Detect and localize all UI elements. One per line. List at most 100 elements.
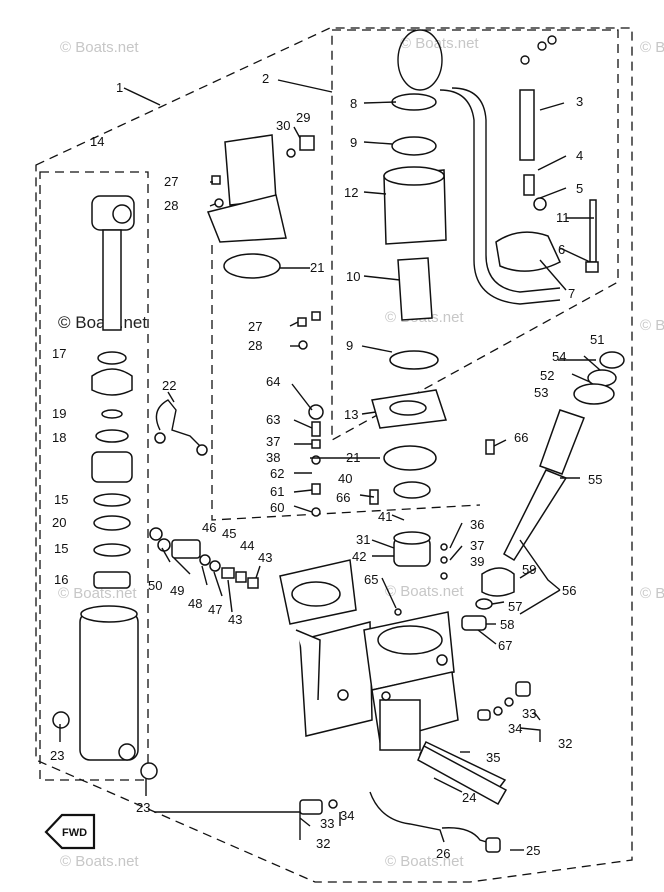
part-label: 15 <box>54 492 68 507</box>
tilt-cylinder-parts <box>52 195 158 780</box>
part-label: 36 <box>470 517 484 532</box>
part-label: 10 <box>346 269 360 284</box>
part-label: 62 <box>270 466 284 481</box>
part-label: 8 <box>350 96 357 111</box>
part-label: 37 <box>266 434 280 449</box>
part-label: 55 <box>588 472 602 487</box>
part-label: 4 <box>576 148 583 163</box>
part-label: 2 <box>262 71 269 86</box>
watermark: © Boats.net <box>60 853 139 870</box>
part-label: 37 <box>470 538 484 553</box>
cylinder-assembly-outline <box>39 171 149 781</box>
reservoir-cover <box>206 134 315 350</box>
part-label: 14 <box>90 134 104 149</box>
part-label: 33 <box>522 706 536 721</box>
part-label: 65 <box>364 572 378 587</box>
part-label: 12 <box>344 185 358 200</box>
part-label: 24 <box>462 790 476 805</box>
part-label: 33 <box>320 816 334 831</box>
part-label: 50 <box>148 578 162 593</box>
part-label: 28 <box>248 338 262 353</box>
part-label: 58 <box>500 617 514 632</box>
watermark: © Boats.net <box>385 853 464 870</box>
part-label: 25 <box>526 843 540 858</box>
part-label: 32 <box>558 736 572 751</box>
part-label: 23 <box>50 748 64 763</box>
part-label: 28 <box>164 198 178 213</box>
part-label: 45 <box>222 526 236 541</box>
part-label: 39 <box>470 554 484 569</box>
leader-lines <box>59 79 601 851</box>
part-label: 66 <box>336 490 350 505</box>
part-label: 17 <box>52 346 66 361</box>
part-label: 56 <box>562 583 576 598</box>
part-label: 40 <box>338 471 352 486</box>
part-label: 27 <box>248 319 262 334</box>
part-label: 59 <box>522 562 536 577</box>
part-label: 53 <box>534 385 548 400</box>
forward-direction-arrow: FWD <box>44 813 96 850</box>
part-label: 42 <box>352 549 366 564</box>
hoses-lines <box>154 351 625 853</box>
part-label: 47 <box>208 602 222 617</box>
part-label: 18 <box>52 430 66 445</box>
part-label: 22 <box>162 378 176 393</box>
part-label: 32 <box>316 836 330 851</box>
part-label: 46 <box>202 520 216 535</box>
part-label: 61 <box>270 484 284 499</box>
valve-parts <box>149 399 259 589</box>
part-label: 9 <box>346 338 353 353</box>
part-label: 1 <box>116 80 123 95</box>
part-label: 31 <box>356 532 370 547</box>
part-label: 60 <box>270 500 284 515</box>
part-label: 35 <box>486 750 500 765</box>
part-label: 41 <box>378 509 392 524</box>
part-label: 20 <box>52 515 66 530</box>
pump-assembly-outline <box>211 245 481 521</box>
watermark: © Boats.net <box>640 585 664 602</box>
part-label: 16 <box>54 572 68 587</box>
part-label: 29 <box>296 110 310 125</box>
motor-assembly-outline <box>331 29 619 442</box>
fwd-label: FWD <box>62 827 87 839</box>
part-label: 48 <box>188 596 202 611</box>
part-label: 21 <box>310 260 324 275</box>
watermark: © Boats.net <box>385 583 464 600</box>
part-label: 26 <box>436 846 450 861</box>
part-label: 44 <box>240 538 254 553</box>
part-label: 19 <box>52 406 66 421</box>
part-label: 63 <box>266 412 280 427</box>
part-label: 43 <box>258 550 272 565</box>
part-label: 34 <box>508 721 522 736</box>
watermark: © Boats.net <box>400 35 479 52</box>
part-label: 34 <box>340 808 354 823</box>
watermark: © Boats.net <box>640 317 664 334</box>
part-label: 67 <box>498 638 512 653</box>
part-label: 38 <box>266 450 280 465</box>
part-label: 21 <box>346 450 360 465</box>
part-label: 7 <box>568 286 575 301</box>
part-label: 54 <box>552 349 566 364</box>
power-trim-motor-parts <box>371 29 599 429</box>
part-label: 13 <box>344 407 358 422</box>
part-label: 27 <box>164 174 178 189</box>
part-label: 64 <box>266 374 280 389</box>
part-label: 49 <box>170 583 184 598</box>
part-label: 3 <box>576 94 583 109</box>
part-label: 30 <box>276 118 290 133</box>
part-label: 52 <box>540 368 554 383</box>
part-label: 51 <box>590 332 604 347</box>
part-label: 57 <box>508 599 522 614</box>
part-label: 23 <box>136 800 150 815</box>
part-label: 66 <box>514 430 528 445</box>
part-label: 11 <box>556 210 570 225</box>
part-label: 6 <box>558 242 565 257</box>
part-labels: 1 2 3 4 5 6 7 8 9 9 10 11 12 13 14 15 15… <box>50 71 604 861</box>
watermark: © Boats.net <box>60 39 139 56</box>
part-label: 43 <box>228 612 242 627</box>
part-label: 9 <box>350 135 357 150</box>
part-label: 15 <box>54 541 68 556</box>
watermark: © Boats.net <box>640 39 664 56</box>
